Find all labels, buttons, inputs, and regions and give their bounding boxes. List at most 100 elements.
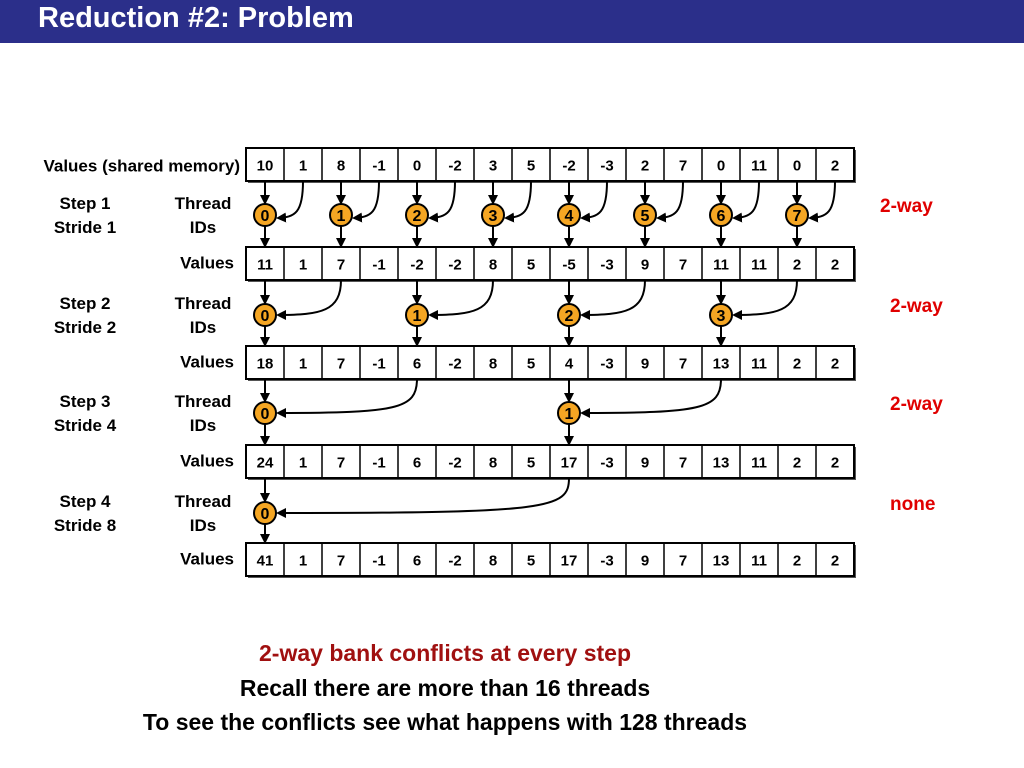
step-label: Step 4 bbox=[59, 492, 111, 511]
stride-label: Stride 4 bbox=[54, 416, 117, 435]
thread-id: 1 bbox=[413, 308, 422, 325]
value-cell: 0 bbox=[413, 158, 421, 175]
value-cell: 41 bbox=[257, 553, 274, 570]
thread-ids-label: IDs bbox=[190, 416, 216, 435]
thread-id: 0 bbox=[261, 406, 270, 423]
value-cell: 2 bbox=[793, 455, 801, 472]
value-cell: 13 bbox=[713, 455, 730, 472]
value-cell: 9 bbox=[641, 356, 649, 373]
title-bar: Reduction #2: Problem bbox=[0, 0, 1024, 43]
value-cell: 2 bbox=[831, 257, 839, 274]
source-arrow bbox=[580, 279, 646, 320]
value-cell: 2 bbox=[831, 553, 839, 570]
thread-id-circle bbox=[481, 203, 505, 227]
thread-id: 3 bbox=[717, 308, 726, 325]
source-arrow bbox=[276, 180, 304, 223]
value-cell: 7 bbox=[337, 455, 345, 472]
value-cell: 2 bbox=[831, 455, 839, 472]
thread-id-circle bbox=[253, 203, 277, 227]
value-cell: 5 bbox=[527, 356, 535, 373]
value-cell: -5 bbox=[562, 257, 575, 274]
value-cell: -3 bbox=[600, 356, 613, 373]
thread-id-circle bbox=[557, 203, 581, 227]
thread-id-circle bbox=[253, 303, 277, 327]
value-cell: 6 bbox=[413, 455, 421, 472]
source-arrow bbox=[580, 378, 722, 418]
source-arrow bbox=[276, 378, 418, 418]
value-cell: -2 bbox=[448, 553, 461, 570]
thread-label: Thread bbox=[175, 392, 232, 411]
value-cell: 6 bbox=[413, 356, 421, 373]
thread-id: 2 bbox=[565, 308, 574, 325]
thread-id-circle bbox=[633, 203, 657, 227]
values-row-label: Values bbox=[180, 254, 234, 273]
thread-id: 0 bbox=[261, 308, 270, 325]
value-cell: -2 bbox=[448, 257, 461, 274]
values-row-label: Values bbox=[180, 452, 234, 471]
value-cell: -2 bbox=[410, 257, 423, 274]
value-cell: -2 bbox=[448, 158, 461, 175]
value-cell: 1 bbox=[299, 158, 307, 175]
value-cell: 13 bbox=[713, 356, 730, 373]
value-cell: -1 bbox=[372, 553, 385, 570]
value-cell: -1 bbox=[372, 257, 385, 274]
value-cell: 5 bbox=[527, 553, 535, 570]
value-cell: 1 bbox=[299, 455, 307, 472]
value-cell: 17 bbox=[561, 455, 578, 472]
thread-id-circle bbox=[253, 401, 277, 425]
value-cell: 13 bbox=[713, 553, 730, 570]
value-cell: 1 bbox=[299, 553, 307, 570]
value-cell: 2 bbox=[831, 158, 839, 175]
value-cell: 0 bbox=[793, 158, 801, 175]
source-arrow bbox=[504, 180, 532, 223]
thread-id: 0 bbox=[261, 506, 270, 523]
source-arrow bbox=[428, 279, 494, 320]
value-cell: 7 bbox=[679, 356, 687, 373]
source-arrow bbox=[656, 180, 684, 223]
value-cell: 5 bbox=[527, 455, 535, 472]
thread-ids-label: IDs bbox=[190, 516, 216, 535]
value-cell: -1 bbox=[372, 455, 385, 472]
source-arrow bbox=[276, 279, 342, 320]
value-cell: 9 bbox=[641, 553, 649, 570]
value-cell: 2 bbox=[793, 553, 801, 570]
value-cell: 24 bbox=[257, 455, 274, 472]
values-row-label: Values bbox=[180, 550, 234, 569]
thread-id: 3 bbox=[489, 208, 498, 225]
thread-id-circle bbox=[785, 203, 809, 227]
thread-id-circle bbox=[405, 303, 429, 327]
source-arrow bbox=[428, 180, 456, 223]
bank-conflict-label: 2-way bbox=[890, 394, 943, 415]
thread-ids-label: IDs bbox=[190, 218, 216, 237]
stride-label: Stride 2 bbox=[54, 318, 116, 337]
thread-id-circle bbox=[557, 303, 581, 327]
step-label: Step 1 bbox=[59, 194, 110, 213]
value-cell: 9 bbox=[641, 455, 649, 472]
value-cell: 5 bbox=[527, 257, 535, 274]
thread-id: 1 bbox=[565, 406, 574, 423]
thread-id-circle bbox=[557, 401, 581, 425]
value-cell: 11 bbox=[751, 257, 767, 274]
value-cell: 6 bbox=[413, 553, 421, 570]
bank-conflict-label: none bbox=[890, 494, 935, 515]
step-label: Step 2 bbox=[59, 294, 110, 313]
source-arrow bbox=[276, 477, 570, 518]
value-cell: -3 bbox=[600, 158, 613, 175]
footer-text-line-3: To see the conflicts see what happens wi… bbox=[142, 709, 748, 735]
value-cell: 10 bbox=[257, 158, 274, 175]
source-arrow bbox=[732, 180, 760, 223]
value-cell: 3 bbox=[489, 158, 497, 175]
values-row-label: Values bbox=[180, 353, 234, 372]
value-cell: -1 bbox=[372, 356, 385, 373]
thread-id: 1 bbox=[337, 208, 346, 225]
value-cell: 8 bbox=[489, 257, 497, 274]
stride-label: Stride 1 bbox=[54, 218, 116, 237]
value-cell: 5 bbox=[527, 158, 535, 175]
thread-id: 5 bbox=[641, 208, 650, 225]
value-cell: 2 bbox=[793, 356, 801, 373]
value-cell: 2 bbox=[641, 158, 649, 175]
value-cell: -2 bbox=[448, 356, 461, 373]
value-cell: 8 bbox=[489, 455, 497, 472]
value-cell: 11 bbox=[257, 257, 273, 274]
